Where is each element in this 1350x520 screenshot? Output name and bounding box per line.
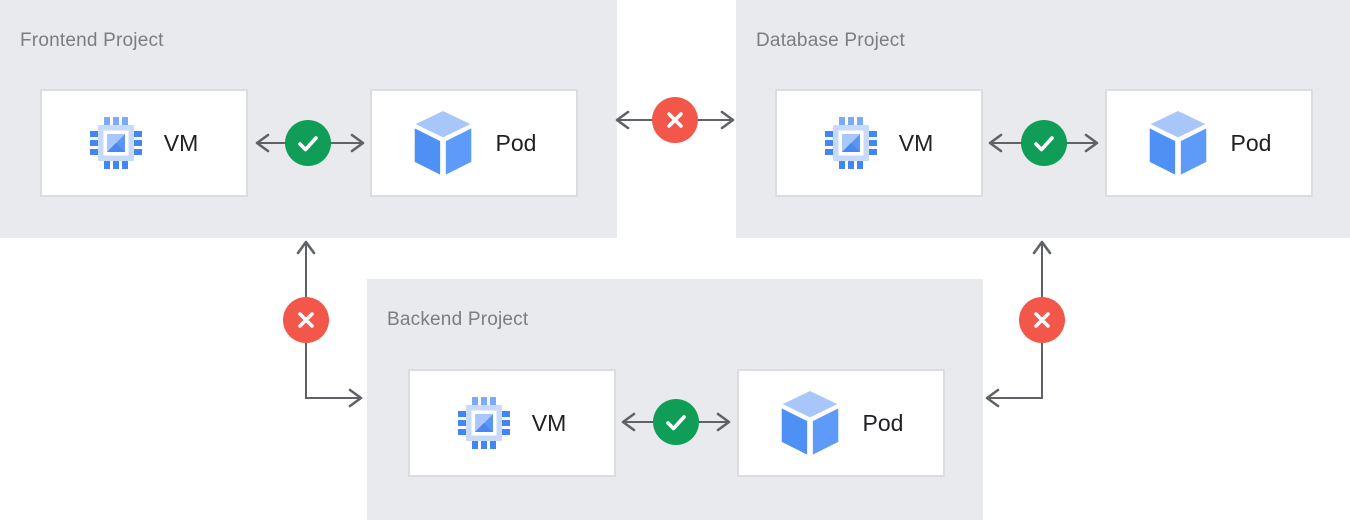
- x-icon: [665, 110, 685, 130]
- compute-vm-icon: [89, 117, 142, 169]
- database-vm-pod-allowed-badge: [1021, 120, 1067, 166]
- panel-title: Backend Project: [387, 309, 529, 330]
- compute-vm-icon: [457, 397, 510, 449]
- node-label: VM: [531, 409, 567, 436]
- check-icon: [1033, 134, 1055, 152]
- x-icon: [296, 310, 316, 330]
- pod-icon: [1147, 110, 1209, 176]
- backend-vm-node: VM: [408, 369, 616, 477]
- x-icon: [1032, 310, 1052, 330]
- frontend-vm-pod-allowed-badge: [285, 120, 331, 166]
- node-label: Pod: [862, 409, 904, 436]
- database-pod-node: Pod: [1105, 89, 1313, 197]
- check-icon: [665, 413, 687, 431]
- backend-vm-pod-allowed-badge: [653, 399, 699, 445]
- node-label: Pod: [1230, 129, 1272, 156]
- frontend-vm-node: VM: [40, 89, 248, 197]
- frontend-backend-blocked-badge: [283, 297, 329, 343]
- pod-icon: [779, 390, 841, 456]
- node-label: Pod: [495, 129, 537, 156]
- check-icon: [297, 134, 319, 152]
- frontend-database-blocked-badge: [652, 97, 698, 143]
- node-label: VM: [898, 129, 934, 156]
- node-label: VM: [163, 129, 199, 156]
- backend-pod-node: Pod: [737, 369, 945, 477]
- pod-icon: [412, 110, 474, 176]
- database-backend-blocked-badge: [1019, 297, 1065, 343]
- database-vm-node: VM: [775, 89, 983, 197]
- panel-title: Frontend Project: [20, 30, 164, 51]
- frontend-pod-node: Pod: [370, 89, 578, 197]
- panel-title: Database Project: [756, 30, 905, 51]
- compute-vm-icon: [824, 117, 877, 169]
